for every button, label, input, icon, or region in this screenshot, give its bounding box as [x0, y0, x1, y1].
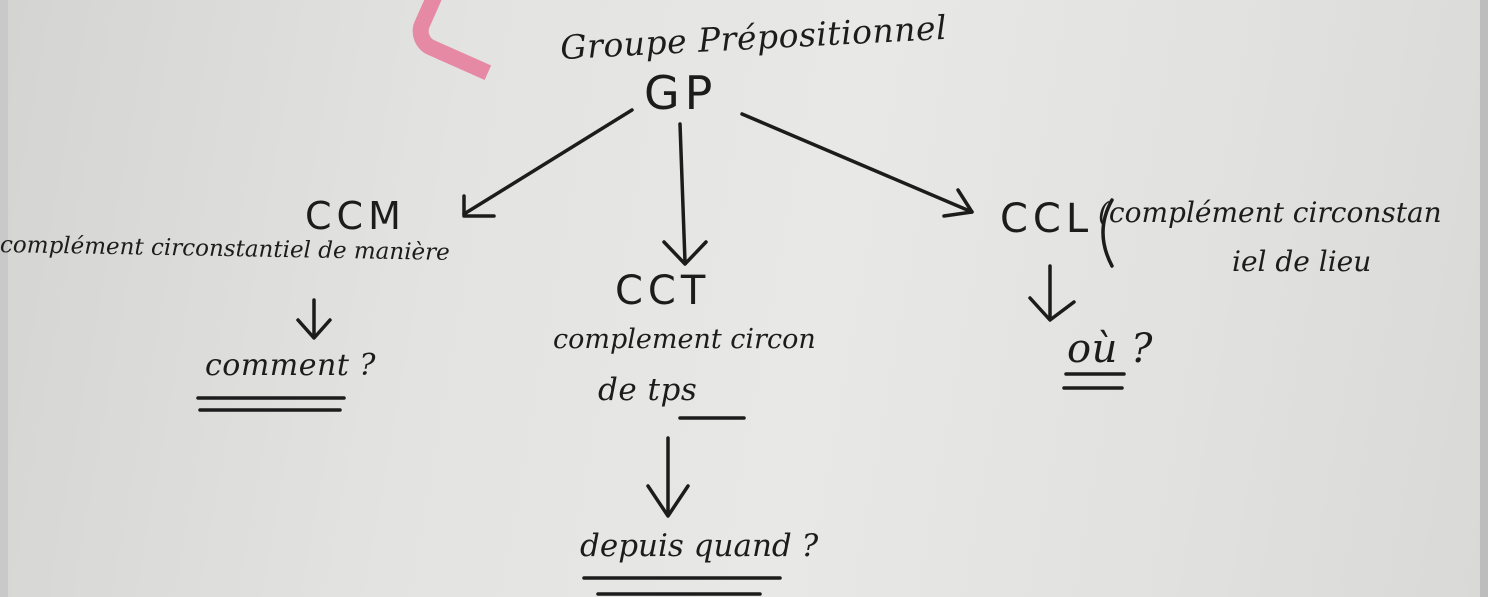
arrow-gp-to-ccm [462, 108, 634, 216]
node-cct-question: depuis quand ? [580, 528, 819, 564]
node-cct-code: CCT [615, 268, 711, 314]
arrowhead-ccm-question [296, 318, 332, 340]
node-ccm-code: CCM [305, 194, 406, 238]
node-ccl-description-line1: (complément circonstan [1098, 196, 1442, 229]
node-cct-description-line2: de tps [598, 372, 698, 408]
root-node-gp: GP [644, 66, 718, 120]
paper-sheet [8, 0, 1480, 597]
ccl-parenthesis [1101, 198, 1114, 268]
node-ccl-description-line2: iel de lieu [1232, 245, 1372, 278]
node-ccl-code: CCL [1000, 196, 1094, 242]
paper-edge [1480, 0, 1488, 597]
node-ccl-question: où ? [1067, 326, 1154, 372]
arrowhead-ccl [942, 188, 974, 218]
node-ccm-question: comment ? [205, 348, 377, 383]
arrowhead-cct-question [646, 484, 690, 518]
arrowhead-ccl-question [1028, 296, 1076, 322]
arrow-gp-to-ccl [740, 112, 974, 214]
arrowhead-ccm [462, 194, 496, 218]
arrowhead-cct [662, 240, 708, 266]
arrow-gp-to-cct [678, 122, 687, 264]
node-cct-description-line1: complement circon [553, 324, 816, 355]
